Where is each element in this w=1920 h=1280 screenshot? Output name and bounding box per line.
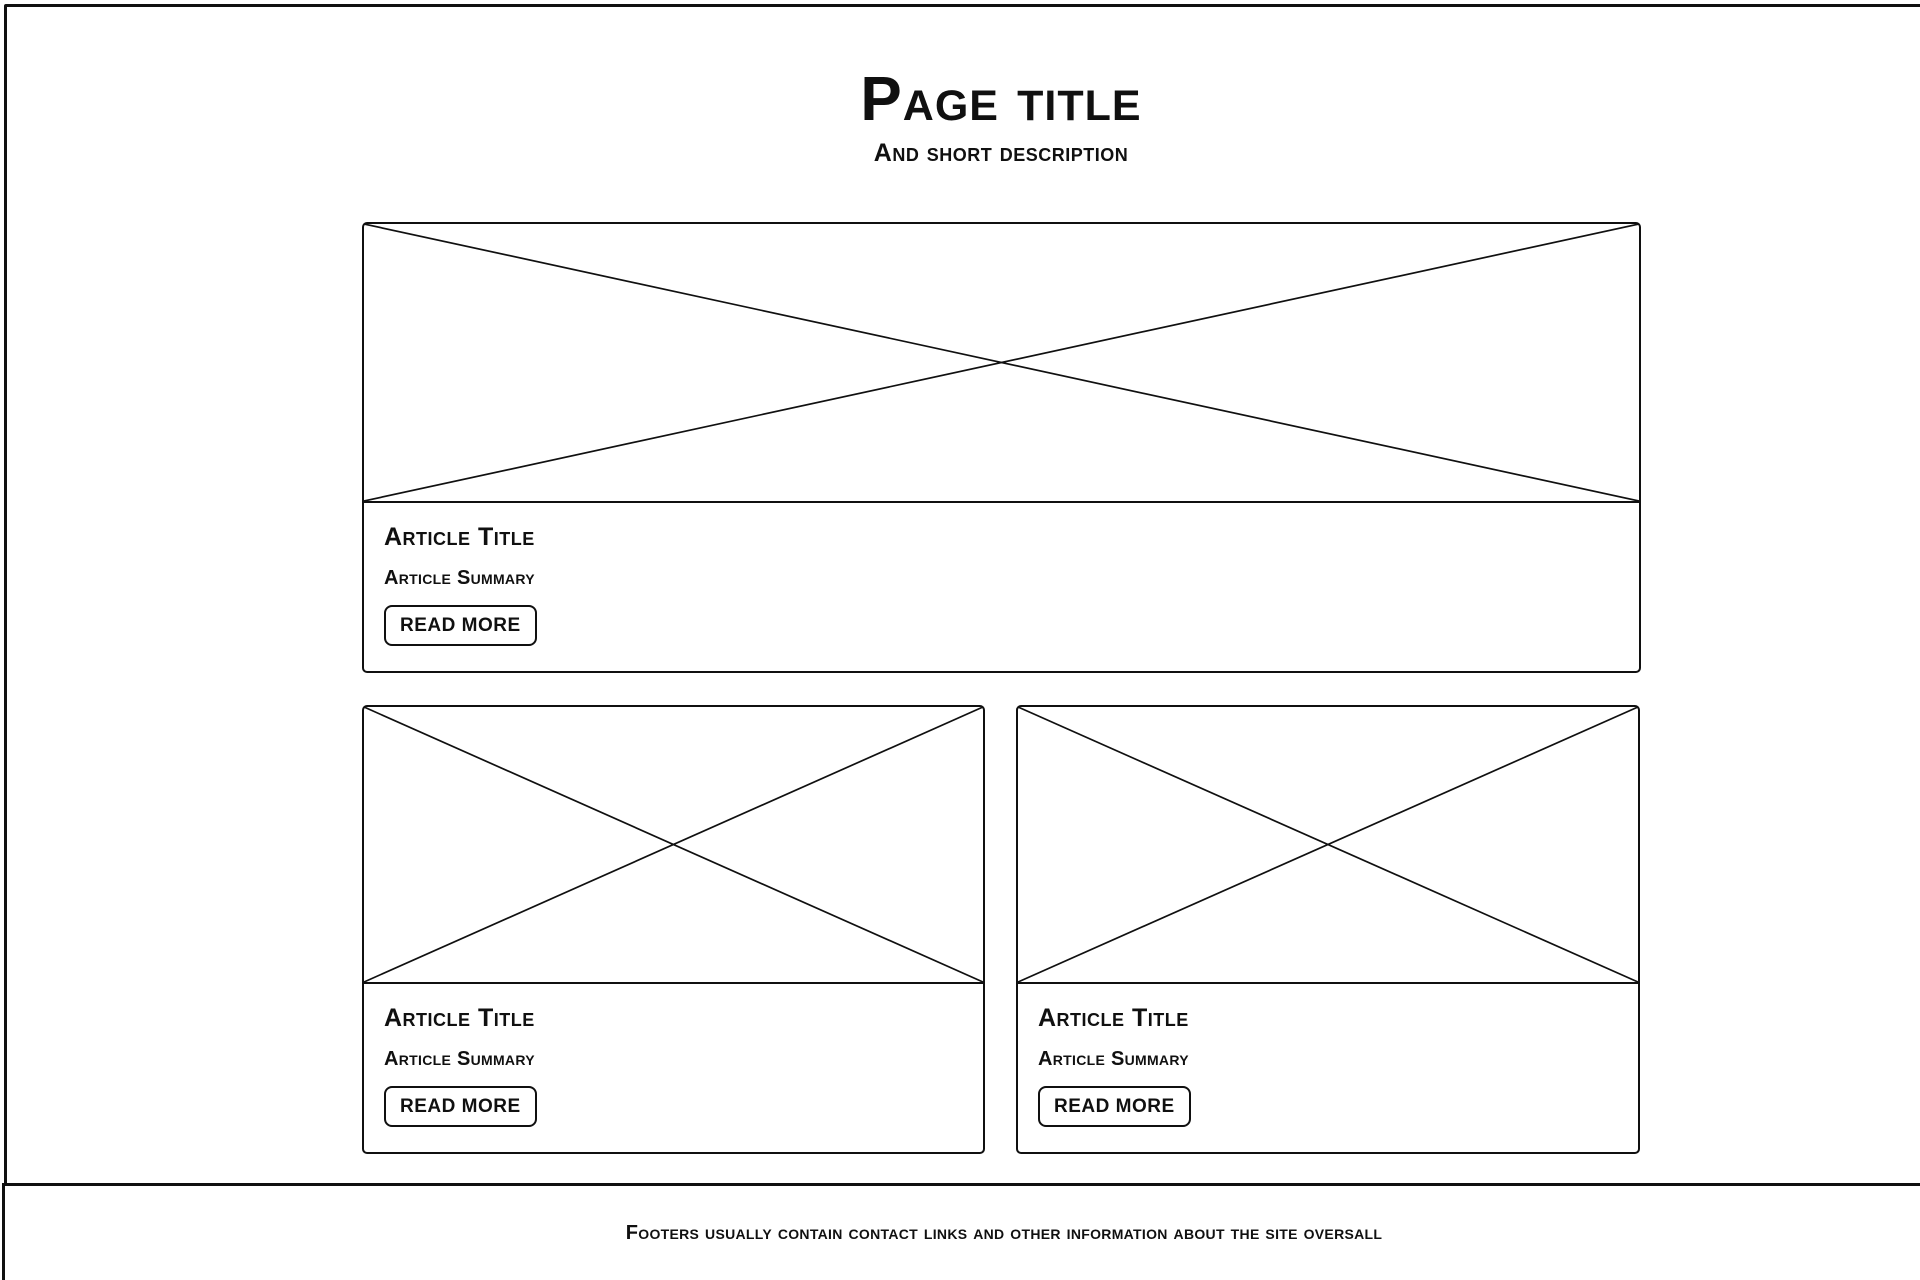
page-frame <box>4 4 1920 1280</box>
image-placeholder-x-icon <box>364 707 983 982</box>
footer-content: Footers usually contain contact links an… <box>365 1222 1643 1245</box>
article-card-body: Article Title Article Summary READ MORE <box>364 984 983 1152</box>
article-title: Article Title <box>384 1004 535 1032</box>
page-description: And short description <box>873 139 1129 168</box>
read-more-button[interactable]: READ MORE <box>384 605 537 646</box>
page-title: Page title <box>860 65 1142 134</box>
read-more-button[interactable]: READ MORE <box>384 1086 537 1127</box>
article-card: Article Title Article Summary READ MORE <box>362 705 985 1154</box>
read-more-button[interactable]: READ MORE <box>1038 1086 1191 1127</box>
article-card: Article Title Article Summary READ MORE <box>1016 705 1640 1154</box>
page-footer: Footers usually contain contact links an… <box>2 1183 1920 1280</box>
image-placeholder <box>1018 707 1638 984</box>
image-placeholder-x-icon <box>364 224 1639 501</box>
article-card-body: Article Title Article Summary READ MORE <box>364 503 1639 671</box>
image-placeholder <box>364 224 1639 503</box>
image-placeholder-x-icon <box>1018 707 1638 982</box>
article-summary: Article Summary <box>1038 1048 1189 1070</box>
article-card-body: Article Title Article Summary READ MORE <box>1018 984 1638 1152</box>
article-summary: Article Summary <box>384 1048 535 1070</box>
page-header: Page title And short description <box>362 64 1640 168</box>
featured-article-card: Article Title Article Summary READ MORE <box>362 222 1641 673</box>
article-title: Article Title <box>1038 1004 1189 1032</box>
footer-text: Footers usually contain contact links an… <box>625 1222 1383 1244</box>
image-placeholder <box>364 707 983 984</box>
article-title: Article Title <box>384 523 535 551</box>
article-summary: Article Summary <box>384 567 535 589</box>
